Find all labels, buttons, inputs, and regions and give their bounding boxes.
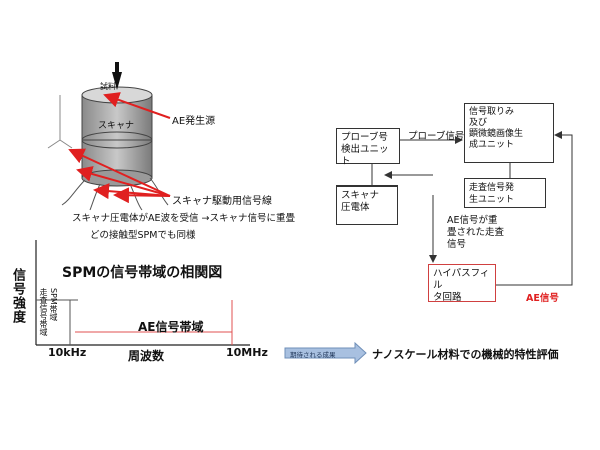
expected-arrow-shape <box>284 341 367 365</box>
note-line-1: スキャナ圧電体がAE波を受信 →スキャナ信号に重畳 <box>72 213 295 224</box>
band-label-spm: SPM帯域 <box>49 288 58 321</box>
scanner-label: スキャナ <box>98 121 135 131</box>
probe-detect-unit: プローブ号 検出ユニット <box>336 128 400 167</box>
scan-signal-generator: 走査信号発 生ユニット <box>464 178 546 208</box>
x-axis-label: 周波数 <box>128 349 165 363</box>
x-tick-high: 10MHz <box>226 346 268 359</box>
scanner-illustration <box>47 62 171 211</box>
chart-axes <box>35 240 250 346</box>
ae-signal-label: AE信号 <box>526 293 559 304</box>
block-connectors <box>371 131 573 286</box>
sample-label: 試料 <box>100 82 116 91</box>
probe-signal-label: プローブ信号 <box>408 131 465 142</box>
ae-source-label: AE発生源 <box>172 116 216 127</box>
conclusion-text: ナノスケール材料での機械的特性評価 <box>372 348 559 361</box>
expected-arrow-label: 期待される成果 <box>290 351 336 359</box>
signal-acquisition-unit: 信号取りみ 及び 顕微鏡画像生 成ユニット <box>464 103 554 163</box>
high-pass-filter-box: ハイパスフィル タ回路 <box>428 264 496 303</box>
chart-title: SPMの信号帯域の相関図 <box>62 265 223 281</box>
note-line-2: どの接触型SPMでも同様 <box>90 230 196 241</box>
scanner-piezo-box: スキャナ 圧電体 <box>336 185 398 225</box>
drive-signal-label: スキャナ駆動用信号線 <box>172 196 272 207</box>
x-tick-low: 10kHz <box>48 346 87 359</box>
ae-superposed-label: AE信号が重 畳された走査 信号 <box>447 215 505 250</box>
band-label-scan: 走査信号帯域 <box>39 288 48 336</box>
y-axis-label: 信号強度 <box>10 268 25 324</box>
band-label-ae: AE信号帯域 <box>138 320 204 334</box>
